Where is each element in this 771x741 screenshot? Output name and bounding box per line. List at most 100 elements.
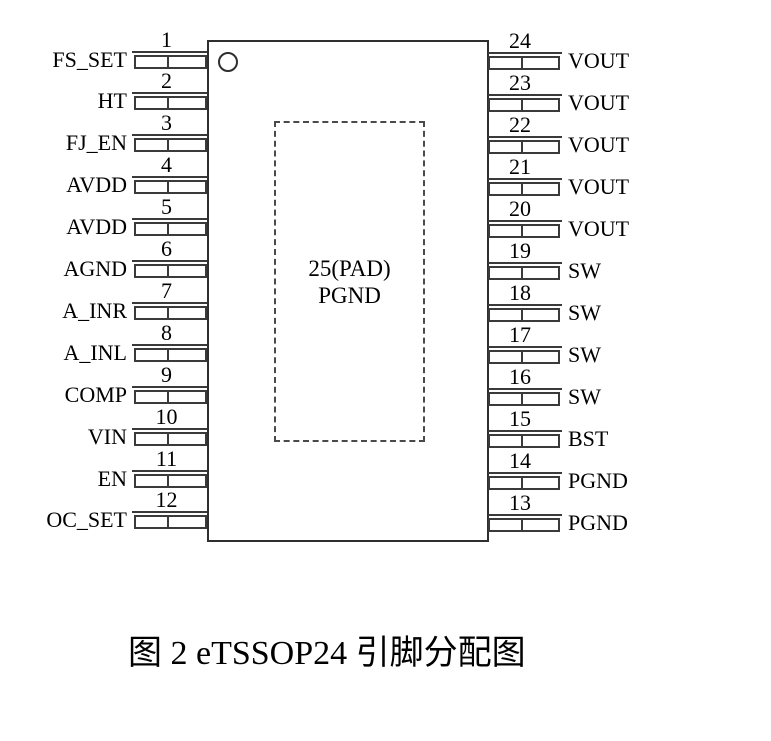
pin-label: EN [97, 465, 127, 491]
pin-number: 2 [161, 68, 172, 94]
pin-lead-line [132, 301, 207, 304]
pin-number: 3 [161, 110, 172, 136]
pin-box [133, 389, 207, 404]
pin-number: 19 [509, 238, 531, 263]
pad-net-label: PGND [318, 282, 381, 308]
pin-label: SW [568, 342, 601, 367]
pin-box-divider-line [520, 351, 523, 363]
pin-number: 10 [155, 403, 178, 429]
pin-box-divider-line [520, 99, 523, 111]
pin-lead-line [132, 134, 207, 137]
pin-box-divider-line [520, 183, 523, 195]
pin-lead-line [488, 514, 562, 516]
pin-box-divider-line [166, 348, 169, 361]
pin-number: 6 [161, 236, 172, 261]
pin-lead-line [132, 50, 207, 53]
pin-box [133, 138, 207, 153]
pin-lead-line [488, 262, 562, 264]
pin-label: SW [568, 300, 601, 325]
pin-number: 24 [509, 28, 531, 53]
figure-caption: 图 2 eTSSOP24 引脚分配图 [128, 635, 526, 672]
pin-box-divider-line [520, 477, 523, 489]
pin-box [133, 473, 207, 488]
pin-lead-line [488, 178, 562, 180]
pin-number: 1 [161, 26, 172, 52]
pin-lead-line [488, 220, 562, 222]
pin-lead-line [132, 427, 207, 430]
pin-lead-line [132, 92, 207, 95]
pin-label: FS_SET [52, 46, 127, 72]
pin-lead-line [132, 176, 207, 179]
pin-lead-line [488, 94, 562, 96]
pin-number: 18 [509, 280, 531, 305]
pin-label: BST [568, 426, 609, 451]
thermal-pad-outline: 25(PAD) PGND [274, 121, 425, 442]
pin-number: 13 [509, 490, 531, 515]
pin-label: SW [568, 384, 601, 409]
pin-label: OC_SET [46, 507, 127, 533]
pin-label: FJ_EN [65, 130, 127, 156]
pin-label: VOUT [568, 90, 630, 115]
pin-lead-line [132, 469, 207, 472]
pin1-indicator-icon [218, 52, 238, 72]
pin-number: 9 [161, 361, 172, 387]
pin-number: 14 [509, 448, 531, 473]
pin-label: A_INL [63, 339, 127, 365]
pin-label: VOUT [568, 174, 630, 199]
pin-label: VOUT [568, 48, 630, 73]
pin-box-divider-line [166, 97, 169, 110]
pin-box [488, 266, 560, 280]
pin-lead-line [488, 52, 562, 54]
pin-label: AVDD [66, 172, 127, 198]
pin-number: 15 [509, 406, 531, 431]
pin-box-divider-line [520, 309, 523, 321]
pin-number: 8 [161, 319, 172, 345]
pin-box-divider-line [166, 516, 169, 529]
pin-label: VIN [87, 423, 127, 449]
pin-box [488, 182, 560, 196]
pin-box-divider-line [520, 267, 523, 279]
pin-number: 23 [509, 70, 531, 95]
pin-number: 20 [509, 196, 531, 221]
pin-box-divider-line [520, 141, 523, 153]
pin-number: 11 [155, 445, 178, 471]
pin-lead-line [132, 343, 207, 346]
pin-box-divider-line [166, 55, 169, 68]
pin-number: 16 [509, 364, 531, 389]
chip-package-body [207, 40, 489, 542]
pin-lead-line [132, 218, 207, 221]
pin-box-divider-line [166, 223, 169, 236]
pin-lead-line [132, 511, 207, 514]
pin-label: PGND [568, 510, 628, 535]
pad-number-label: 25(PAD) [308, 255, 391, 281]
pin-number: 21 [509, 154, 531, 179]
pin-label: PGND [568, 468, 628, 493]
pin-box [488, 434, 560, 448]
pin-lead-line [488, 136, 562, 138]
pin-lead-line [132, 260, 207, 262]
pin-number: 12 [155, 487, 178, 513]
pin-lead-line [488, 430, 562, 432]
pin-label: VOUT [568, 216, 630, 241]
pin-number: 17 [509, 322, 531, 347]
pin-label: COMP [64, 381, 127, 407]
pin-lead-line [488, 346, 562, 348]
pin-number: 7 [161, 277, 172, 303]
pin-box-divider-line [166, 390, 169, 403]
pin-label: HT [97, 88, 127, 114]
pin-box-divider-line [520, 519, 523, 531]
pin-label: AGND [63, 256, 127, 281]
pin-box [133, 305, 207, 320]
pin-box [488, 518, 560, 532]
pin-lead-line [488, 472, 562, 474]
pin-box [133, 54, 207, 69]
pin-lead-line [132, 385, 207, 388]
pin-lead-line [488, 388, 562, 390]
pin-box [133, 96, 207, 111]
pin-box [133, 222, 207, 237]
pin-box [488, 350, 560, 364]
pin-box [133, 264, 207, 278]
pin-box [488, 98, 560, 112]
pin-box [488, 476, 560, 490]
